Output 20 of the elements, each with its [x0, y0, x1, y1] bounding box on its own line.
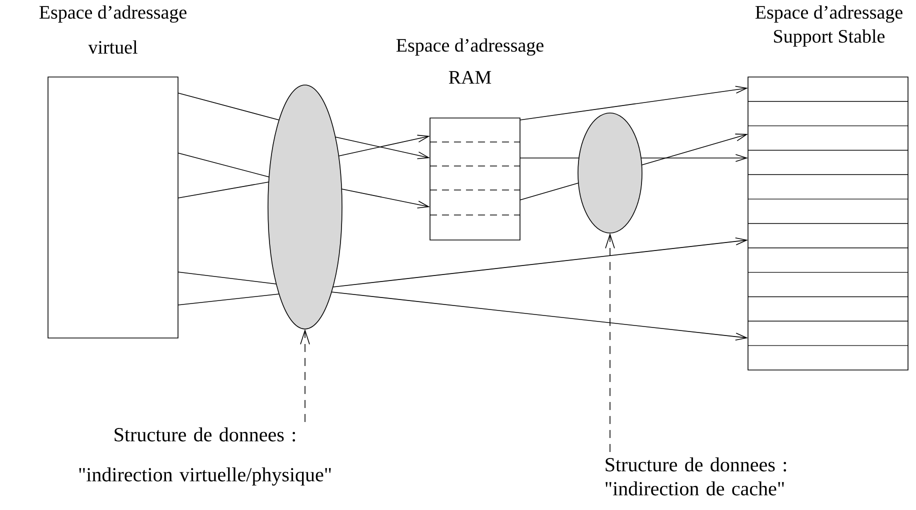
arrow: [520, 86, 748, 120]
arrow: [338, 134, 430, 156]
memory-box: Espace d’adressage RAM: [396, 38, 544, 240]
arrow: [334, 136, 430, 160]
arrow: [605, 233, 615, 452]
indirection-ellipse: [578, 112, 642, 234]
storage-table: Espace d’adressage Support Stable: [748, 5, 908, 370]
address-space-box: Espace d’adressage virtuel: [39, 5, 186, 338]
arrow: [640, 154, 748, 162]
node-label: Espace d’adressage Support Stable: [755, 5, 902, 47]
annotation-text: Structure de donnees : "indirection de cache": [606, 457, 786, 496]
node-label: Espace d’adressage RAM: [396, 38, 544, 84]
arrow: [641, 134, 748, 166]
annotation-text: Structure de donnees : "indirection virtuelle/physique": [79, 427, 331, 486]
indirection-ellipse: [268, 84, 342, 330]
node-label: Espace d’adressage virtuel: [39, 5, 186, 54]
arrow: [332, 238, 748, 288]
arrow: [341, 188, 430, 208]
arrow: [331, 292, 748, 341]
arrow: [300, 329, 310, 422]
